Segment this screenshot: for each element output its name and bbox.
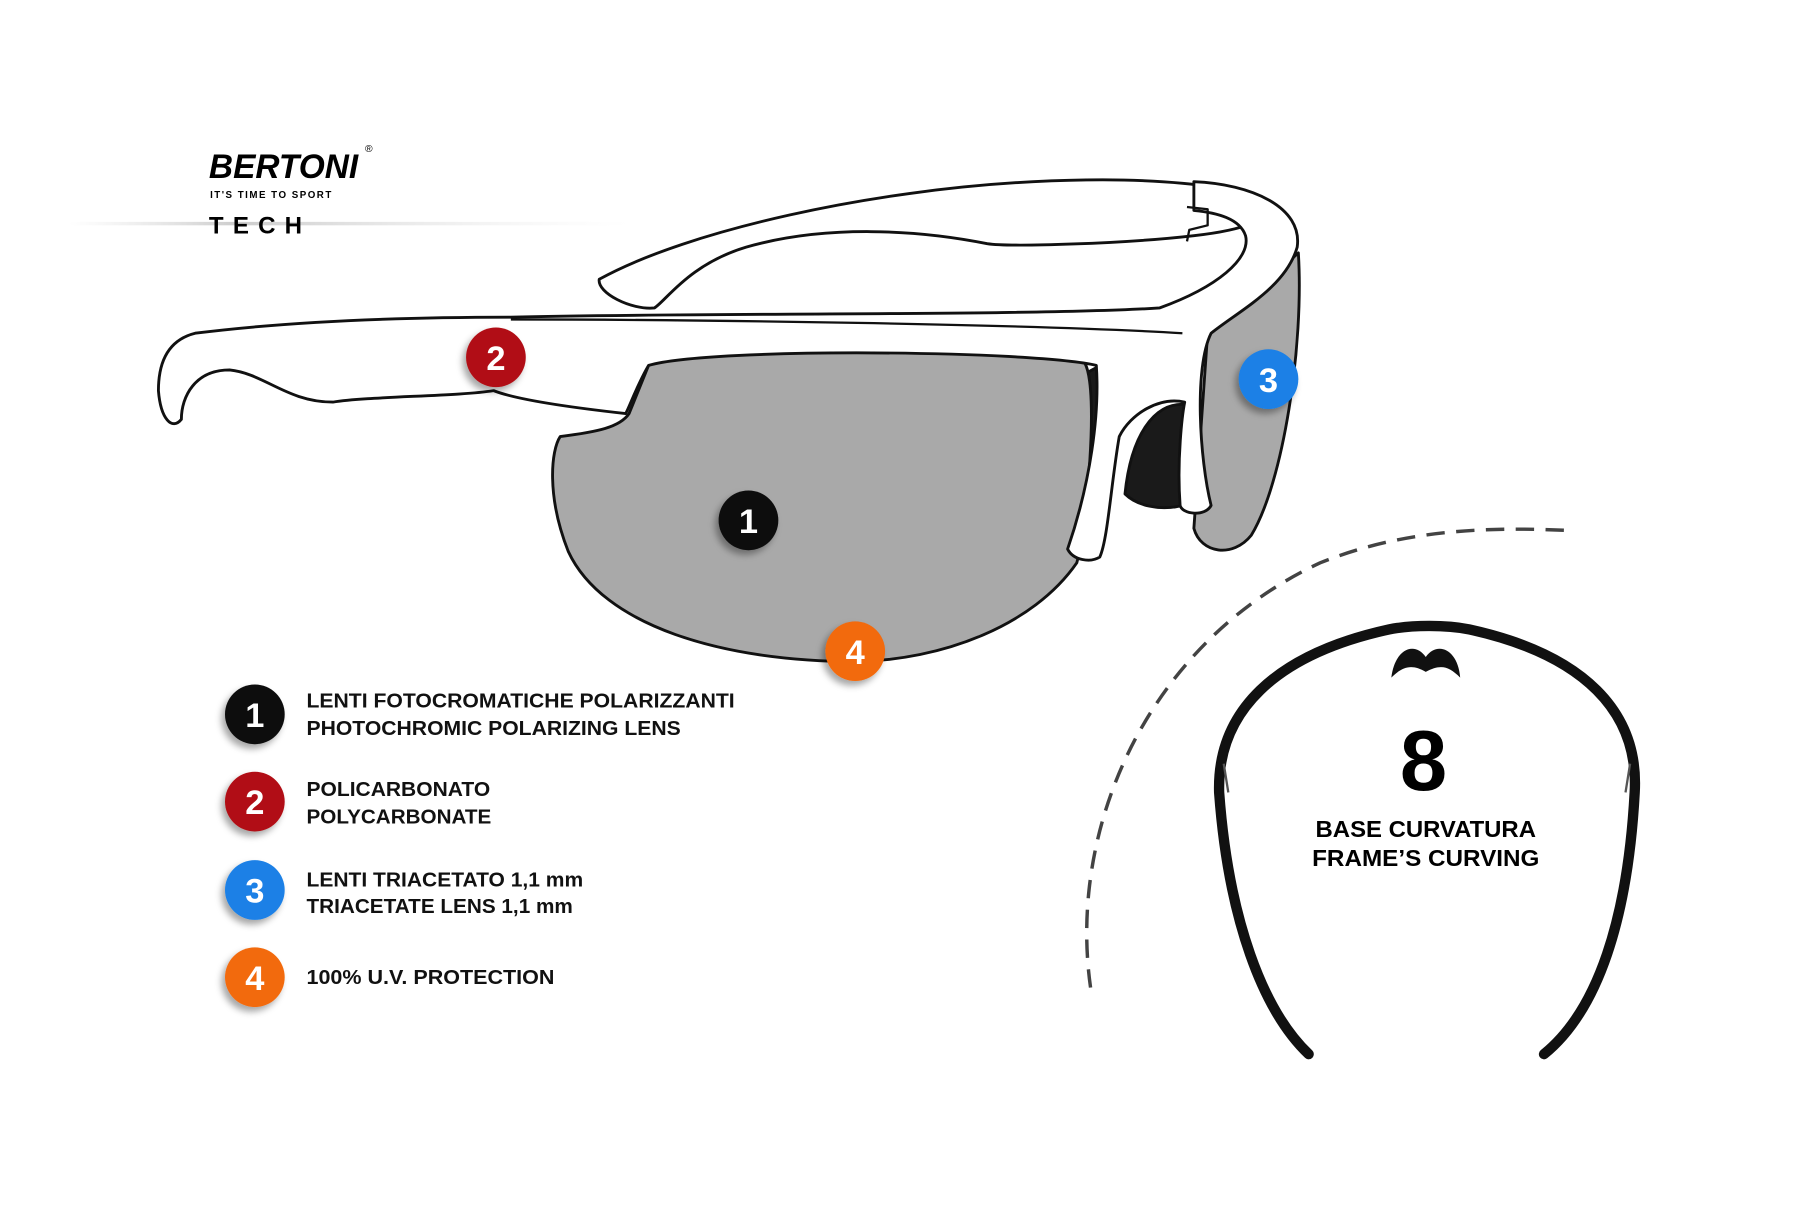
legend-badge: [225, 771, 285, 832]
legend-badge: [225, 860, 285, 920]
callout-1: 1: [718, 490, 779, 551]
callout-number: 3: [1259, 362, 1278, 400]
callout-number: 2: [486, 340, 505, 378]
legend-number: 3: [245, 873, 264, 911]
registered-mark: ®: [365, 144, 373, 155]
tech-label: TECH: [209, 212, 311, 239]
legend-number: 1: [245, 697, 264, 735]
curvature-value: 8: [1400, 713, 1447, 808]
legend-badge: [225, 947, 285, 1008]
curvature-label-en: FRAME’S CURVING: [1312, 845, 1539, 871]
legend-number: 4: [245, 960, 264, 998]
legend-text-it: LENTI TRIACETATO 1,1 mm: [307, 869, 584, 892]
glasses-side-view: [156, 178, 1301, 663]
legend-item-1: 1 LENTI FOTOCROMATICHE POLARIZZANTI PHOT…: [225, 684, 735, 745]
nose-bridge: [1391, 648, 1461, 678]
legend-item-4: 4 100% U.V. PROTECTION: [225, 947, 555, 1008]
brand-name: BERTONI: [209, 148, 360, 186]
curvature-diagram: 8 BASE CURVATURA FRAME’S CURVING: [1085, 527, 1641, 1060]
callout-2: 2: [466, 327, 526, 388]
hinge-detail: [1185, 205, 1209, 242]
callout-number: 1: [739, 503, 758, 541]
callout-badge: [825, 621, 886, 682]
frame-front-outline: [1213, 620, 1641, 1060]
legend-text-en: TRIACETATE LENS 1,1 mm: [307, 895, 573, 918]
brand-logo: BERTONI ® IT'S TIME TO SPORT TECH: [68, 144, 632, 239]
callout-number: 4: [846, 634, 865, 672]
brand-tagline: IT'S TIME TO SPORT: [210, 190, 333, 201]
legend-badge: [225, 684, 285, 745]
brow-line: [510, 318, 1183, 335]
legend: 1 LENTI FOTOCROMATICHE POLARIZZANTI PHOT…: [225, 684, 735, 1008]
legend-item-2: 2 POLICARBONATO POLYCARBONATE: [225, 771, 492, 832]
hinge-marks: [1222, 763, 1632, 793]
callout-badge: [718, 490, 779, 551]
legend-text-en: POLYCARBONATE: [307, 805, 492, 828]
legend-text-en: PHOTOCHROMIC POLARIZING LENS: [307, 717, 681, 740]
curvature-arc-dashed: [1085, 527, 1573, 988]
callout-4: 4: [825, 621, 886, 682]
legend-text-it: LENTI FOTOCROMATICHE POLARIZZANTI: [307, 689, 735, 712]
divider-line: [68, 221, 632, 226]
legend-text: 100% U.V. PROTECTION: [307, 966, 555, 989]
legend-text-it: POLICARBONATO: [307, 778, 491, 801]
frame-and-temple: [156, 180, 1299, 562]
nose-pad-right: [1123, 402, 1187, 510]
curvature-label-it: BASE CURVATURA: [1316, 816, 1536, 842]
legend-number: 2: [245, 784, 264, 822]
legend-item-3: 3 LENTI TRIACETATO 1,1 mm TRIACETATE LEN…: [225, 860, 583, 920]
callout-badge: [1238, 349, 1299, 409]
far-temple: [597, 178, 1269, 310]
callout-3: 3: [1238, 349, 1299, 409]
callout-badge: [466, 327, 526, 388]
